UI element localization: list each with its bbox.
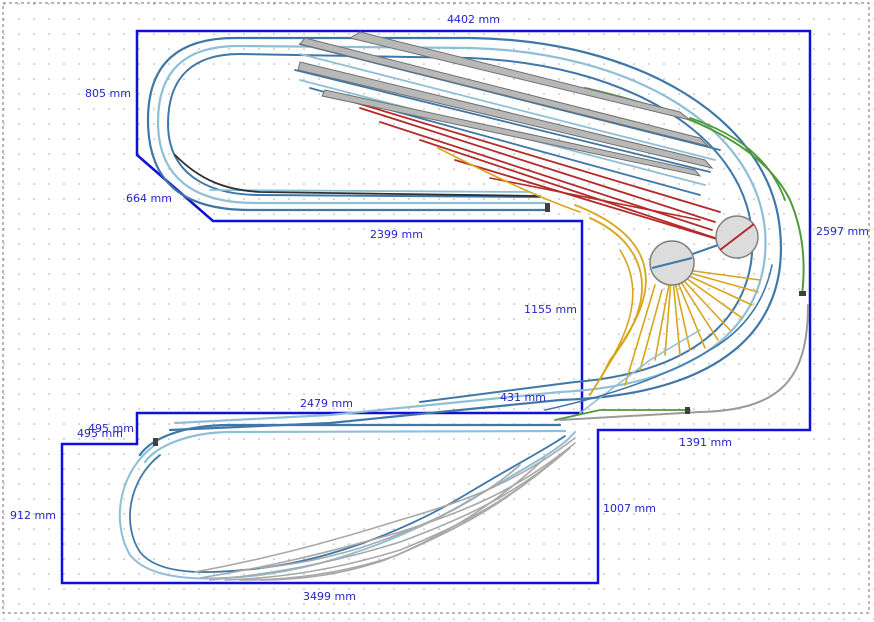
lower-loop-inner[interactable] — [143, 429, 567, 464]
turntable-bridge — [651, 257, 693, 269]
upper-loop-innermost[interactable] — [209, 189, 531, 193]
buffer-stop-icon[interactable] — [545, 203, 550, 212]
staging-track[interactable] — [209, 447, 571, 581]
dim-bottom-width: 3499 mm — [303, 590, 356, 603]
buffer-stop-icon[interactable] — [153, 438, 158, 446]
yard-track-red-2[interactable] — [359, 107, 716, 223]
yellow-track-5[interactable] — [639, 289, 663, 371]
dim-lower-left-step-b: 495 mm — [77, 427, 123, 440]
dim-right-height: 2597 mm — [816, 225, 869, 238]
dim-lower-top-width: 2479 mm — [300, 397, 353, 410]
yellow-track-6[interactable] — [437, 147, 581, 213]
staging-track[interactable] — [194, 437, 576, 573]
buffer-stop-icon[interactable] — [685, 407, 690, 414]
dim-top-width: 4402 mm — [447, 13, 500, 26]
dim-inner-vertical: 1155 mm — [524, 303, 577, 316]
platform-icon[interactable] — [348, 31, 691, 121]
yellow-track-3[interactable] — [604, 249, 634, 371]
buffer-stops — [153, 203, 806, 446]
platform-icon[interactable] — [321, 89, 702, 177]
turntables — [649, 215, 759, 286]
dimension-labels: 4402 mm 805 mm 664 mm 2399 mm 2597 mm 11… — [10, 13, 869, 603]
yard-track-red-1[interactable] — [339, 97, 721, 213]
dim-upper-inner-width: 2399 mm — [370, 228, 423, 241]
platform-icon[interactable] — [299, 37, 710, 147]
green-track-3[interactable] — [554, 409, 691, 421]
dim-upper-left-height: 805 mm — [85, 87, 131, 100]
platforms — [297, 31, 714, 177]
turntable-link[interactable] — [689, 244, 719, 256]
staging-yard — [194, 437, 576, 581]
buffer-stop-icon[interactable] — [799, 291, 806, 296]
dim-lower-right-step: 1391 mm — [679, 436, 732, 449]
green-track-2[interactable] — [689, 117, 786, 201]
upper-loop-outer[interactable] — [146, 36, 783, 432]
yard-track-red-4[interactable] — [419, 139, 716, 239]
yard-track-red-5[interactable] — [454, 159, 721, 241]
page-frame — [2, 2, 870, 614]
yellow-track-2[interactable] — [589, 217, 643, 381]
staging-track[interactable] — [259, 457, 546, 581]
lower-accent-track-2[interactable] — [544, 264, 773, 411]
lower-return-loop[interactable] — [118, 431, 576, 580]
station-track-3[interactable] — [294, 69, 711, 173]
dim-lower-left-step-a: 495 mm — [88, 422, 134, 435]
staging-track[interactable] — [199, 442, 576, 579]
staging-track[interactable] — [259, 464, 521, 569]
station-track-2[interactable] — [299, 53, 716, 161]
dim-lower-right-height: 1007 mm — [603, 502, 656, 515]
dim-inner-step: 431 mm — [500, 391, 546, 404]
turntable-bridge — [719, 223, 755, 251]
gray-connector-right[interactable] — [559, 304, 809, 421]
upper-loop-mid[interactable] — [166, 52, 754, 403]
dim-upper-left-bevel: 664 mm — [126, 192, 172, 205]
platform-icon[interactable] — [297, 61, 714, 169]
layout-outline[interactable] — [60, 29, 812, 585]
dim-lower-left-height: 912 mm — [10, 509, 56, 522]
lower-loop-outer[interactable] — [138, 423, 562, 457]
yellow-track-4[interactable] — [624, 284, 656, 386]
yard-track-red-6[interactable] — [489, 177, 701, 221]
upper-dark-siding[interactable] — [174, 154, 541, 197]
upper-loop-inner[interactable] — [156, 44, 767, 425]
